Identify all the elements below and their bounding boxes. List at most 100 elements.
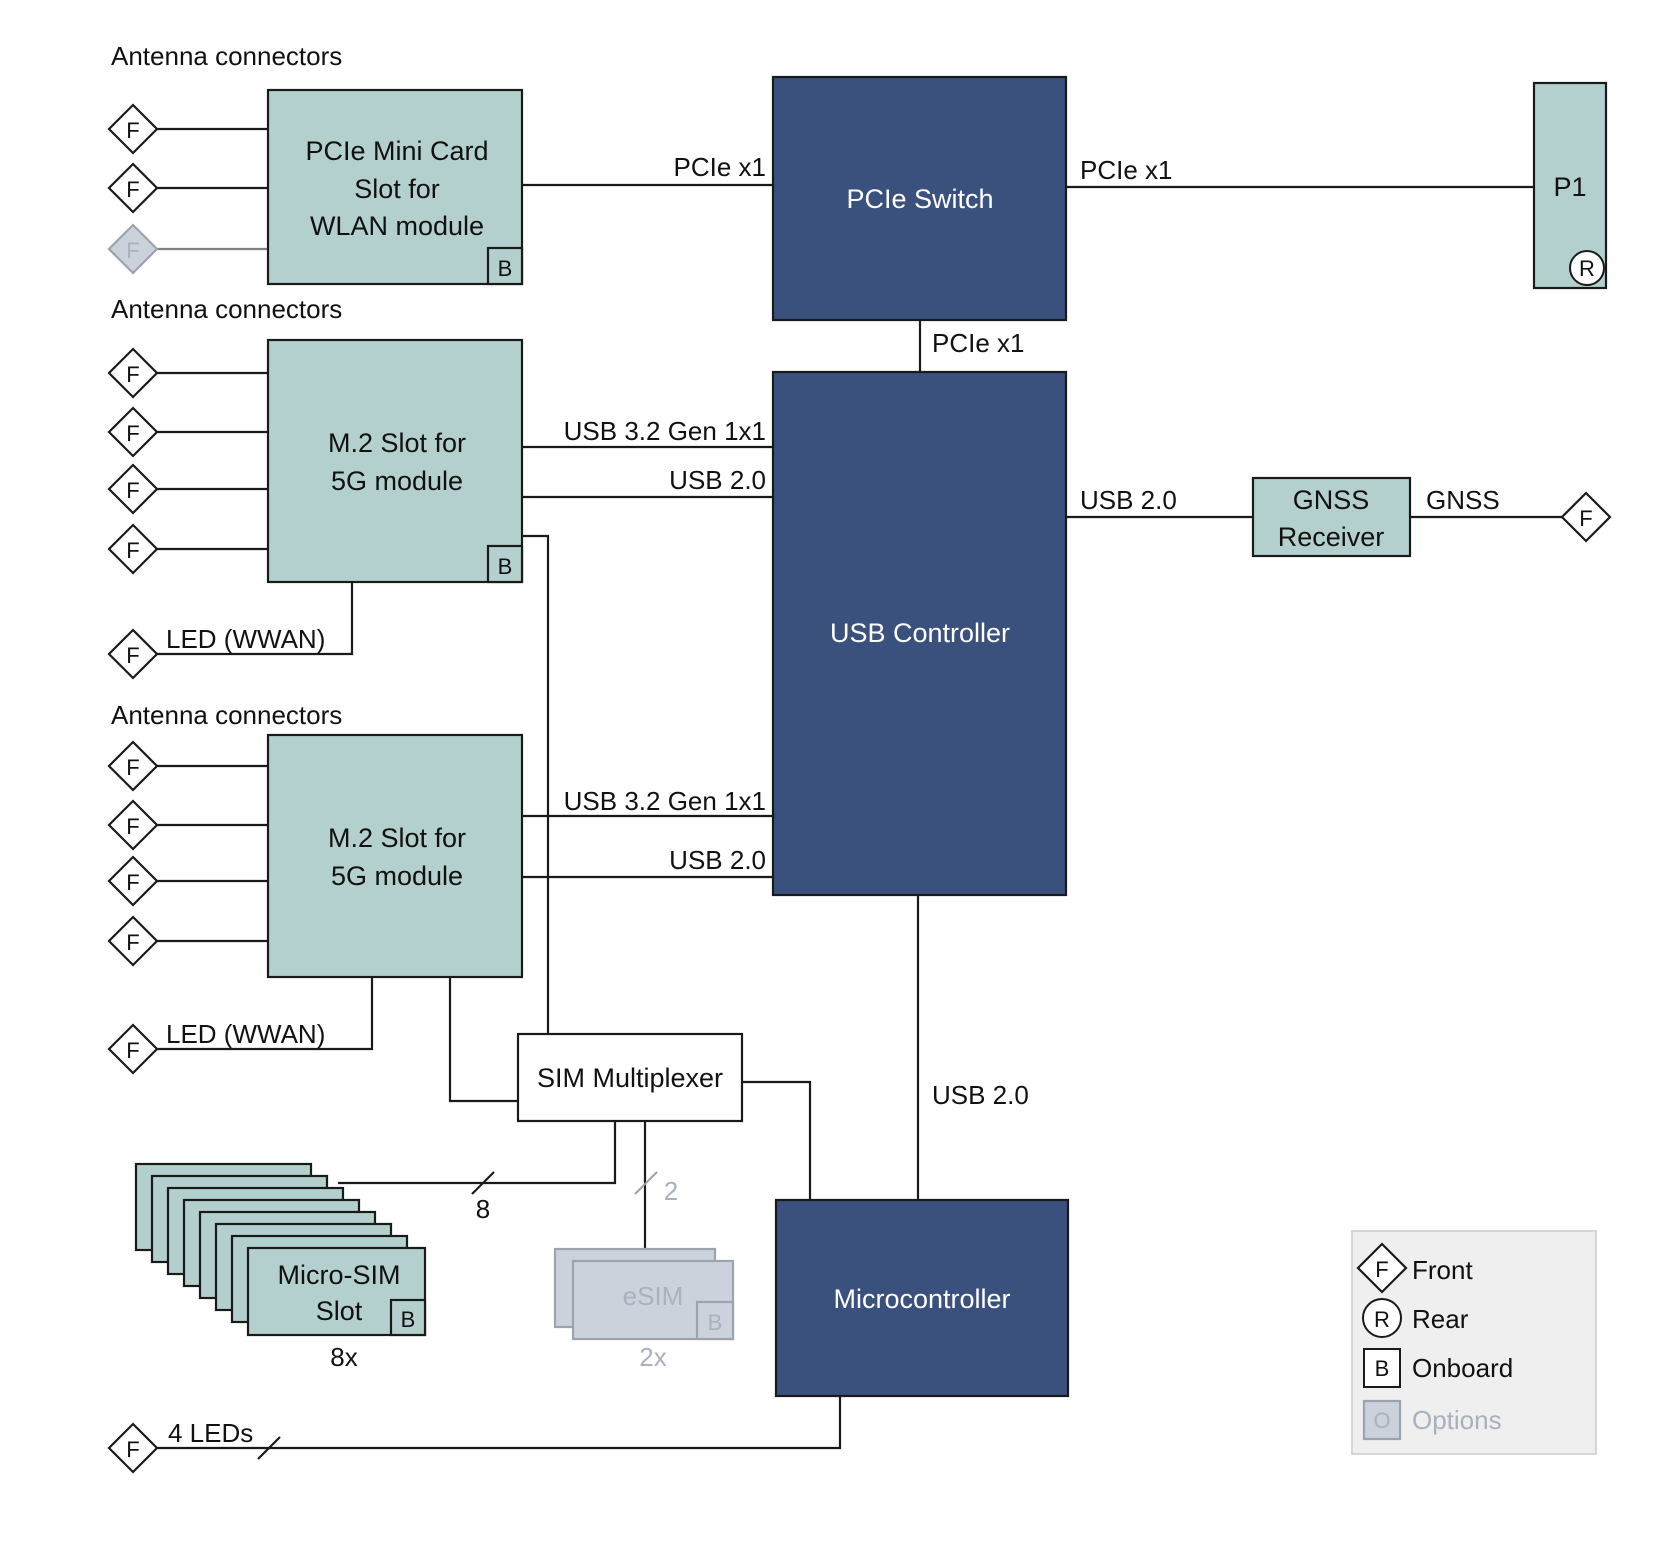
esim-bus-width: 2 [664,1176,678,1206]
sim-multiplexer-label: SIM Multiplexer [537,1063,723,1093]
pcie-switch-label: PCIe Switch [846,184,993,214]
legend: F Front R Rear B Onboard O Options [1351,1230,1597,1455]
svg-text:F: F [126,1437,139,1462]
svg-text:F: F [1375,1257,1388,1282]
wlan-slot-line2: Slot for [354,174,440,204]
legend-onboard-label: Onboard [1412,1353,1513,1383]
onboard-badge [486,544,524,584]
wlan-slot-line3: WLAN module [310,211,484,241]
svg-text:B: B [498,256,513,281]
link-usb-micro: USB 2.0 [932,1080,1029,1110]
link-m2-2-usb3: USB 3.2 Gen 1x1 [564,786,766,816]
gnss-line2: Receiver [1278,522,1385,552]
front-connector-icon: F [107,347,159,399]
front-connector-icon: F [107,406,159,458]
link-m2-2-usb2: USB 2.0 [669,845,766,875]
legend-options: O Options [1362,1399,1502,1441]
legend-rear: R Rear [1362,1298,1469,1338]
micro-sim-bus-width: 8 [476,1194,490,1224]
svg-text:B: B [498,554,513,579]
esim-label: eSIM [623,1281,684,1311]
wlan-slot: PCIe Mini Card Slot for WLAN module B [266,88,524,286]
svg-text:F: F [126,755,139,780]
svg-text:F: F [126,421,139,446]
link-switch-usb: PCIe x1 [932,328,1025,358]
link-switch-p1: PCIe x1 [1080,155,1173,185]
sim-multiplexer: SIM Multiplexer [516,1032,744,1123]
front-connector-icon: F [107,162,159,214]
svg-text:F: F [1579,506,1592,531]
svg-text:F: F [126,478,139,503]
svg-text:F: F [126,118,139,143]
front-connector-icon: F [107,799,159,851]
micro-sim-line2: Slot [316,1296,363,1326]
m2-slot-1: M.2 Slot for 5G module B [266,338,524,584]
link-labels: PCIe x1 PCIe x1 PCIe x1 USB 3.2 Gen 1x1 … [166,152,1500,1448]
front-connector-icon: F [107,740,159,792]
micro-sim-line1: Micro-SIM [278,1260,401,1290]
m2-slot-2-line2: 5G module [331,861,463,891]
svg-text:B: B [401,1307,416,1332]
front-connector-icon: F [107,915,159,967]
link-gnss-antenna: GNSS [1426,485,1500,515]
front-connectors: F F F F F F F F F F F F F F F [107,103,1612,1474]
wlan-slot-line1: PCIe Mini Card [305,136,488,166]
svg-text:B: B [708,1310,723,1335]
front-connector-icon: F [107,855,159,907]
m2-slot-2-line1: M.2 Slot for [328,823,466,853]
onboard-badge [486,246,524,286]
microcontroller-label: Microcontroller [833,1284,1010,1314]
onboard-badge [389,1298,427,1337]
svg-text:F: F [126,870,139,895]
micro-sim-count: 8x [330,1342,357,1372]
microcontroller: Microcontroller [774,1198,1070,1398]
antenna-heading-3: Antenna connectors [111,700,342,730]
svg-text:F: F [126,643,139,668]
svg-text:F: F [126,930,139,955]
leds-label: 4 LEDs [168,1418,253,1448]
gnss-line1: GNSS [1293,485,1370,515]
p1-label: P1 [1553,172,1586,202]
m2-slot-1-line1: M.2 Slot for [328,428,466,458]
front-connector-icon: F [107,523,159,575]
front-connector-icon: F [107,1422,159,1474]
m2-slot-2: M.2 Slot for 5G module [266,733,524,979]
legend-onboard: B Onboard [1363,1348,1513,1388]
svg-text:F: F [126,1038,139,1063]
svg-text:R: R [1579,256,1595,281]
svg-text:O: O [1373,1408,1390,1433]
svg-text:F: F [126,538,139,563]
front-connector-icon: F [107,463,159,515]
rear-icon: R [1362,1298,1402,1338]
usb-controller: USB Controller [771,370,1068,897]
link-m2-1-usb2: USB 2.0 [669,465,766,495]
front-connector-icon: F [107,1023,159,1075]
legend-front-label: Front [1412,1255,1473,1285]
svg-text:R: R [1374,1307,1390,1332]
link-m2-1-usb3: USB 3.2 Gen 1x1 [564,416,766,446]
antenna-heading-2: Antenna connectors [111,294,342,324]
p1-connector: P1 R [1532,81,1608,290]
wires [157,127,1562,1460]
gnss-receiver: GNSS Receiver [1251,476,1412,558]
svg-text:F: F [126,362,139,387]
front-connector-icon: F [107,103,159,155]
options-icon: O [1362,1399,1402,1441]
led-wwan-2-label: LED (WWAN) [166,1019,325,1049]
link-wlan-switch: PCIe x1 [674,152,767,182]
usb-controller-label: USB Controller [830,618,1010,648]
onboard-icon: B [1363,1348,1401,1388]
front-connector-icon: F [107,628,159,680]
onboard-badge-option [695,1300,735,1341]
micro-sim-stack: Micro-SIM Slot B 8x 8 [134,1162,490,1372]
link-usb-gnss: USB 2.0 [1080,485,1177,515]
svg-text:F: F [126,177,139,202]
m2-slot-1-line2: 5G module [331,466,463,496]
esim-option: eSIM B 2x 2 [553,1176,735,1372]
pcie-switch: PCIe Switch [771,75,1068,322]
legend-rear-label: Rear [1412,1304,1469,1334]
led-wwan-1-label: LED (WWAN) [166,624,325,654]
legend-front: F Front [1356,1242,1473,1294]
front-connector-icon: F [1560,491,1612,543]
